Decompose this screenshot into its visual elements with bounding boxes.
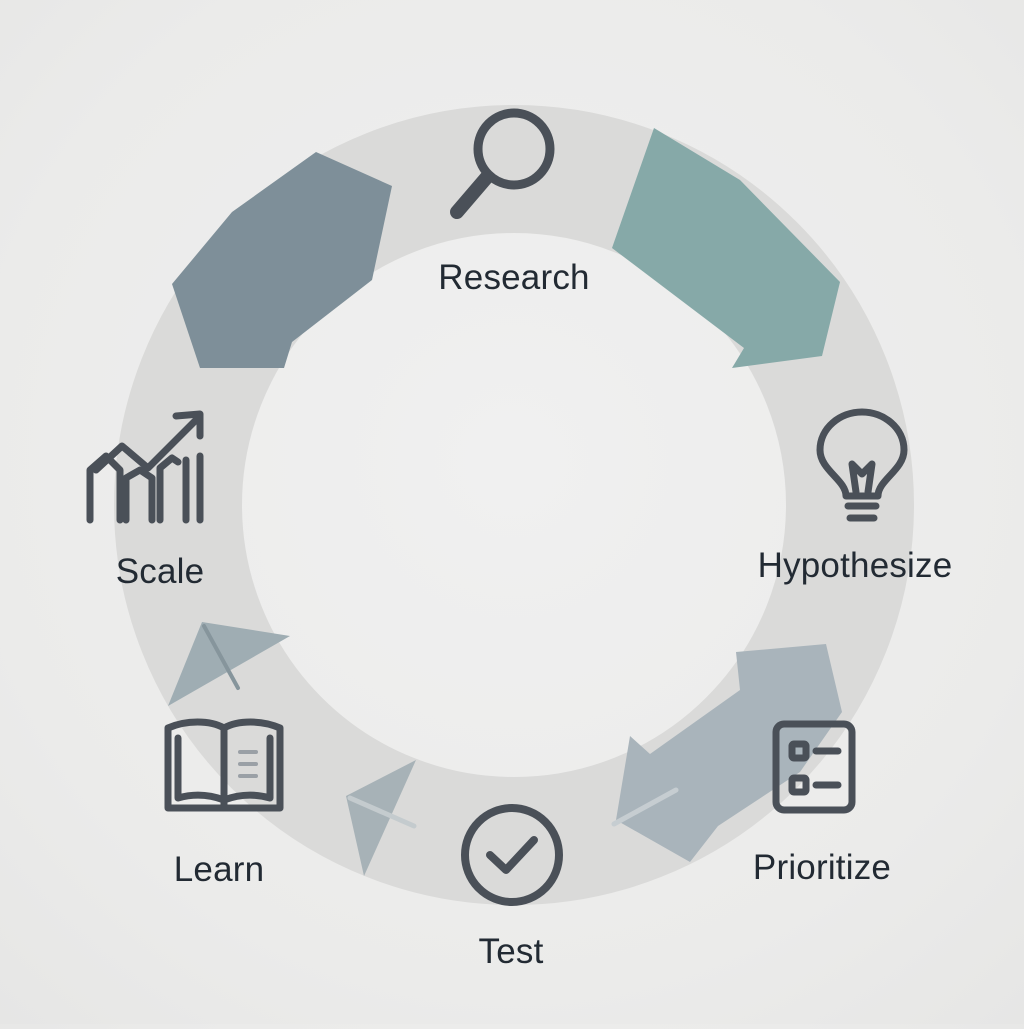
arrow-segment-left (168, 622, 290, 706)
arrow-segment-bottom-crease (347, 795, 417, 829)
stage-label-test: Test (478, 932, 544, 971)
arrow-segment-bottom-right (616, 644, 842, 862)
check-circle-icon (461, 804, 563, 906)
checklist-icon (772, 720, 856, 814)
stage-label-research: Research (438, 258, 590, 297)
arrow-segment-left-crease (202, 624, 240, 690)
arrow-segment-bottom (346, 760, 416, 876)
arrow-segment-crease (611, 787, 679, 827)
magnifying-glass-icon (450, 108, 555, 219)
stage-label-learn: Learn (173, 850, 265, 889)
open-book-icon (164, 718, 284, 812)
arrow-segment-top-right (612, 128, 840, 368)
stage-label-scale: Scale (115, 552, 205, 591)
stage-label-hypothesize: Hypothesize (757, 546, 953, 585)
lightbulb-icon (816, 408, 908, 522)
growth-chart-icon (86, 410, 204, 524)
arrow-segment-top-left (172, 152, 392, 368)
stage-label-prioritize: Prioritize (752, 848, 892, 887)
